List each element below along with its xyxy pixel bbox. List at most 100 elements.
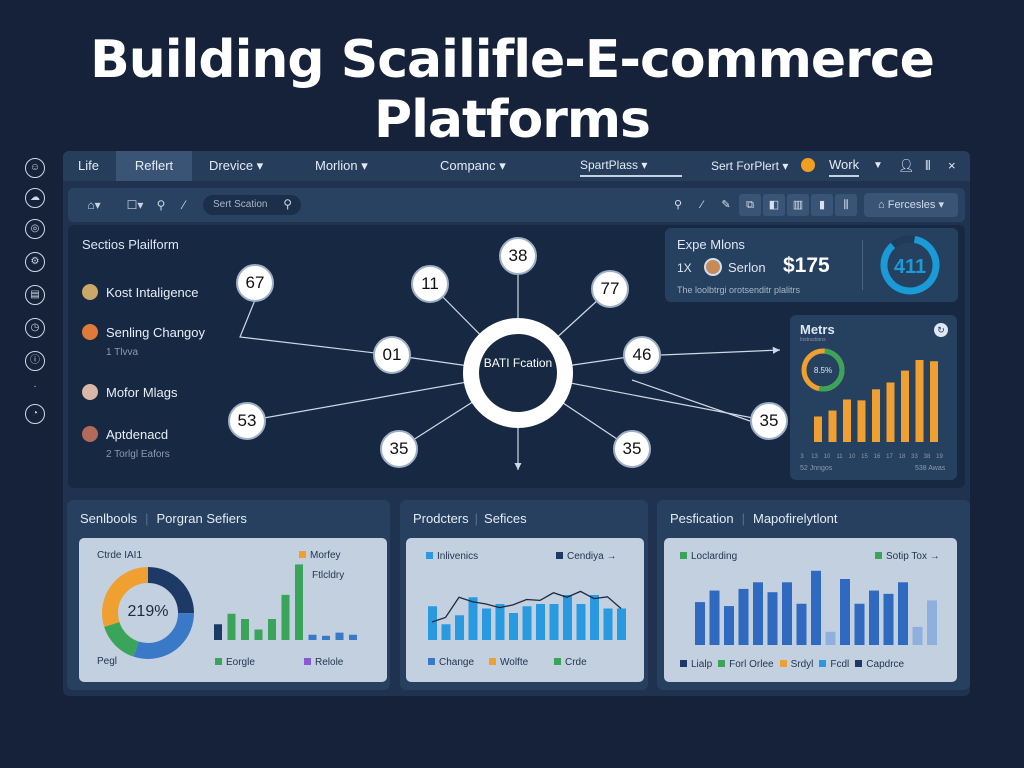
legend-label: Sotip Tox →	[886, 551, 940, 562]
globe-icon[interactable]: ◎	[25, 219, 45, 239]
list-item[interactable]: Kost Intaligence	[82, 284, 199, 300]
wand-icon[interactable]: ⁄	[182, 198, 185, 212]
diagram-node[interactable]: 11	[411, 265, 449, 303]
diagram-node[interactable]: 46	[623, 336, 661, 374]
nav-item-work[interactable]: Work	[829, 151, 860, 177]
refresh-icon[interactable]: ↻	[934, 323, 948, 337]
toolbar-button[interactable]: ⫼	[835, 194, 857, 216]
list-item-label: Aptdenacd	[106, 427, 169, 442]
nav-item-motion[interactable]: Morlion ▾	[315, 158, 368, 173]
nav-item-sert[interactable]: Sert ForPlert ▾	[711, 159, 789, 173]
bar	[308, 634, 317, 640]
home-icon[interactable]: ⌂▾	[87, 198, 101, 212]
panel-title: Prodcters	[413, 511, 469, 526]
toolbar-button[interactable]: ◧	[763, 194, 785, 216]
filter-dropdown[interactable]: ⌂ Fercesles ▾	[864, 193, 958, 217]
legend-label: Morfey	[310, 550, 341, 561]
donut-label: 8.5%	[814, 366, 832, 375]
legend-label: Cendiya →	[567, 551, 617, 562]
diagram-node[interactable]: 53	[228, 402, 266, 440]
diagram-node[interactable]: 38	[499, 237, 537, 275]
donut-segment	[102, 567, 194, 659]
expense-count: 1X	[677, 261, 692, 275]
avatar	[82, 426, 98, 442]
toolbar-button[interactable]: ⧉	[739, 194, 761, 216]
columns-icon[interactable]: ⦀	[925, 158, 931, 173]
chart-icon[interactable]: ◔	[25, 404, 45, 424]
list-item[interactable]: Aptdenacd	[82, 426, 168, 442]
user-icon[interactable]: 👤︎	[898, 158, 915, 173]
bar	[753, 582, 763, 645]
clock-icon[interactable]: ◷	[25, 318, 45, 338]
bar	[495, 604, 505, 640]
toolbar-button[interactable]: ▮	[811, 194, 833, 216]
tick-label: 15	[861, 454, 868, 460]
expense-description: The loolbtrgi orotsenditr plalitrs	[677, 285, 801, 295]
legend-swatch	[680, 552, 687, 559]
notification-badge-icon[interactable]	[801, 158, 815, 172]
search-icon[interactable]: ⚲	[156, 198, 166, 212]
dot-icon[interactable]: ·	[33, 381, 37, 392]
bar	[455, 615, 464, 640]
list-item[interactable]: Senling Changoy	[82, 324, 205, 340]
info-icon[interactable]: ⓘ	[25, 351, 45, 371]
diagram-node[interactable]: 67	[236, 264, 274, 302]
center-hub[interactable]: BATI Fcation	[463, 318, 573, 428]
settings-icon[interactable]: ⚙	[25, 252, 45, 272]
title-line-1: Building Scailifle-E-commerce	[90, 30, 935, 90]
tick-label: 13	[811, 454, 818, 460]
document-icon[interactable]: ▤	[25, 285, 45, 305]
panel-subtitle: Mapofirelytlont	[752, 511, 838, 526]
diagram-node[interactable]: 35	[613, 430, 651, 468]
connector-line	[631, 379, 751, 422]
diagram-node[interactable]: 35	[750, 402, 788, 440]
metrics-bar	[915, 360, 924, 442]
toolbar-button[interactable]: ⚲	[673, 199, 683, 211]
square-icon[interactable]: ☐▾	[126, 198, 144, 212]
bar	[509, 613, 518, 640]
legend-swatch	[428, 658, 435, 665]
list-item-label: Mofor Mlags	[106, 385, 178, 400]
search-icon: ⚲	[283, 197, 292, 211]
toolbar-button[interactable]: ▥	[787, 194, 809, 216]
bar	[468, 597, 478, 640]
bar	[724, 606, 734, 645]
legend-swatch	[680, 660, 687, 667]
ring-value: 411	[894, 256, 926, 278]
bar	[695, 602, 705, 645]
diagram-node[interactable]: 77	[591, 270, 629, 308]
close-icon[interactable]: ×	[948, 158, 956, 173]
metrics-bar	[901, 370, 909, 442]
bar-chart-1	[214, 564, 357, 640]
cloud-icon[interactable]: ☁	[25, 188, 45, 208]
legend-swatch	[489, 658, 496, 665]
bar	[214, 624, 222, 640]
list-item[interactable]: Mofor Mlags	[82, 384, 178, 400]
user-circle-icon[interactable]: ☺	[25, 158, 45, 178]
bar	[927, 600, 937, 645]
trend-line	[431, 590, 622, 623]
legend-swatch	[304, 658, 311, 665]
diagram-node[interactable]: 01	[373, 336, 411, 374]
tick-label: 33	[911, 454, 918, 460]
diagram-node[interactable]: 35	[380, 430, 418, 468]
bar-line-chart	[428, 590, 626, 640]
nav-item-sportplass[interactable]: SpartPlass ▾	[580, 151, 682, 177]
donut-footer: Pegl	[97, 656, 118, 667]
legend-label: Crde	[565, 657, 587, 668]
nav-item-life[interactable]: Life	[78, 158, 99, 173]
metrics-donut: 8.5%	[801, 348, 845, 392]
expense-ring: 411	[880, 235, 940, 295]
nav-item-company[interactable]: Companc ▾	[440, 158, 506, 173]
donut-value: 219%	[127, 603, 169, 620]
toolbar-button[interactable]: ✎	[721, 199, 731, 211]
toolbar-button[interactable]: ⁄	[701, 199, 703, 211]
search-input[interactable]: Sert Scation ⚲	[203, 195, 301, 215]
metrics-bar	[872, 389, 880, 442]
legend-item: Fcdl	[819, 659, 849, 670]
donut-title: Ctrde IAI1	[97, 550, 143, 561]
chevron-down-icon[interactable]: ▼	[873, 160, 883, 171]
nav-item-device[interactable]: Drevice ▾	[209, 158, 264, 173]
nav-item-reflert[interactable]: Reflert	[116, 151, 192, 181]
